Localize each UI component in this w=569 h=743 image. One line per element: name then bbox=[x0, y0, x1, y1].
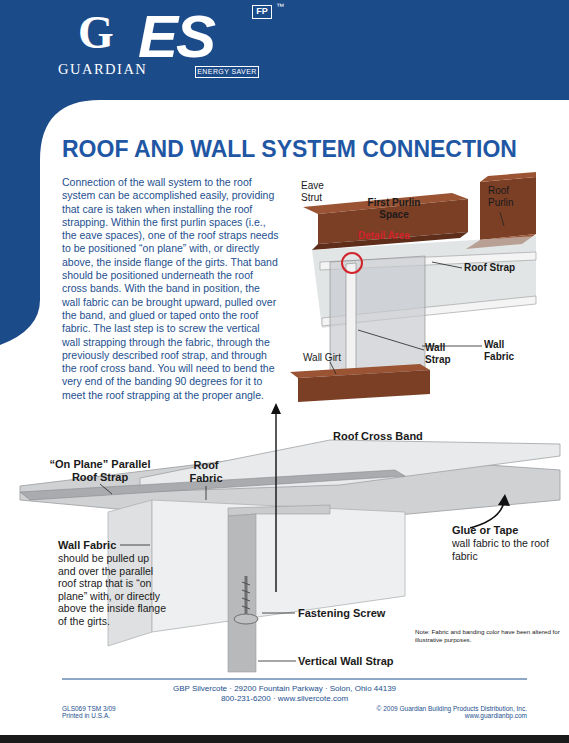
leader-line bbox=[330, 362, 336, 374]
callout-text: wall fabric to the roof fabric bbox=[452, 537, 564, 562]
part-label: Roof Strap bbox=[464, 262, 534, 274]
footer-rule bbox=[62, 679, 527, 680]
wall-girt-web bbox=[298, 370, 430, 402]
website: www.guardianbp.com bbox=[307, 712, 527, 720]
callout-text: should be pulled up and over the paralle… bbox=[58, 552, 166, 627]
leader-line bbox=[432, 262, 462, 268]
brand-name: GUARDIAN bbox=[58, 62, 147, 78]
leader-line bbox=[358, 330, 424, 350]
callout-heading: Wall Fabric bbox=[58, 539, 168, 552]
body-text: Connection of the wall system to the roo… bbox=[62, 176, 280, 402]
tagline: ENERGY SAVER bbox=[196, 68, 258, 76]
callout-heading: Glue or Tape bbox=[452, 524, 562, 537]
part-label: Wall Fabric bbox=[484, 339, 528, 363]
header-band: G GUARDIANES ™ FP ENERGY SAVER bbox=[0, 0, 569, 100]
direction-arrow bbox=[275, 412, 276, 592]
leader-line bbox=[262, 613, 295, 614]
leader-line bbox=[206, 486, 207, 500]
screw-head bbox=[234, 614, 258, 624]
logo-badge: FP bbox=[252, 5, 272, 19]
leader-line bbox=[100, 484, 112, 494]
part-label: Eave Strut bbox=[301, 180, 341, 204]
copyright: © 2009 Guardian Building Products Distri… bbox=[307, 705, 527, 713]
note-text: Note: Fabric and banding color have been… bbox=[415, 628, 560, 643]
page-title: ROOF AND WALL SYSTEM CONNECTION bbox=[62, 136, 562, 162]
part-label: Wall Girt bbox=[303, 352, 363, 364]
print-note: Printed in U.S.A. bbox=[62, 712, 212, 720]
detail-label: Detail Area bbox=[358, 230, 438, 242]
logo-badge-text: FP bbox=[253, 7, 271, 17]
arrow-head bbox=[498, 494, 510, 506]
logo-mark: ES bbox=[138, 4, 214, 70]
part-label: Fastening Screw bbox=[298, 607, 408, 620]
part-label: First Purlin Space bbox=[358, 197, 430, 221]
part-label: Vertical Wall Strap bbox=[298, 655, 438, 668]
roof-purlin-lip bbox=[480, 172, 536, 182]
part-label: “On Plane” Parallel Roof Strap bbox=[38, 458, 162, 483]
part-label: Roof Purlin bbox=[488, 185, 533, 209]
arrow-head bbox=[271, 403, 281, 414]
part-label: Roof Fabric bbox=[184, 459, 228, 484]
detail-circle bbox=[342, 253, 362, 273]
leader-line bbox=[500, 212, 504, 226]
part-label: Wall Strap bbox=[425, 342, 459, 366]
screw-thread bbox=[242, 582, 250, 609]
logo-tagline-box: ENERGY SAVER bbox=[195, 66, 259, 78]
vertical-wall-strap bbox=[228, 514, 256, 672]
document-code: GLS069 TSM 3/09 bbox=[62, 705, 212, 713]
logo-letter: G bbox=[78, 8, 114, 59]
trademark: ™ bbox=[276, 3, 284, 12]
bottom-strip bbox=[0, 735, 569, 743]
footer-contact: 800-231-6200 · www.silvercote.com bbox=[0, 694, 569, 704]
detail-view bbox=[290, 172, 536, 402]
part-label: Roof Cross Band bbox=[333, 430, 453, 443]
leader-line bbox=[258, 661, 296, 662]
leader-line bbox=[120, 545, 150, 546]
footer-address: GBP Silvercote · 29200 Fountain Parkway … bbox=[0, 684, 569, 694]
roof-purlin-web bbox=[480, 177, 536, 240]
screw-shaft bbox=[245, 576, 248, 616]
strap-bend bbox=[228, 505, 330, 516]
